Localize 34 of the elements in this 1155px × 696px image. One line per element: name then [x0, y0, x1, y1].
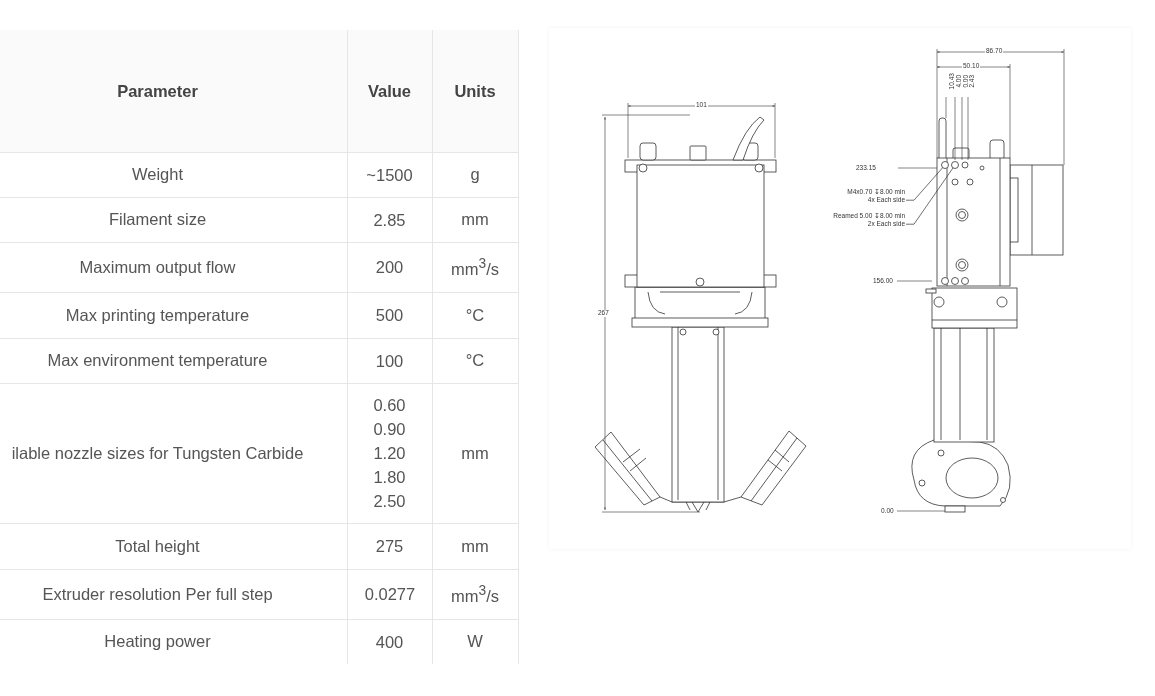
table-cell-text: ~1500 — [365, 164, 414, 186]
table-cell-text: W — [467, 632, 483, 651]
table-cell-text: 500 — [374, 305, 405, 326]
table-cell-text: g — [470, 165, 480, 184]
table-cell-text: 400 — [374, 631, 405, 653]
table-cell-text: mm$^{3}$/s — [451, 582, 499, 606]
table-cell-text: Heating power — [104, 632, 211, 651]
table-cell-text: Extruder resolution Per full step — [42, 584, 273, 604]
table-cell-text: °C — [465, 351, 485, 370]
table-cell-text: Weight — [131, 165, 184, 184]
column-header: Value — [366, 81, 413, 102]
table-cell-text: Max environment temperature — [47, 351, 268, 370]
table-cell-text: Filament size — [108, 210, 207, 229]
table-cell-text: Max printing temperature — [65, 305, 250, 325]
table-cell-text: Total height — [115, 536, 200, 556]
table-cell-text: mm$^{3}$/s — [451, 255, 499, 279]
mounting-hole — [941, 161, 949, 169]
table-cell-text: mm — [461, 210, 489, 229]
table-cell-text: 275 — [374, 536, 405, 557]
column-header: Parameter — [117, 81, 198, 101]
table-cell-text: 2.85 — [372, 209, 407, 231]
table-cell-text: mm — [461, 536, 489, 556]
table-cell-text: 0.0277 — [364, 584, 415, 605]
table-cell-text: ilable nozzle sizes for Tungsten Carbide — [11, 443, 304, 463]
mounting-hole — [951, 161, 959, 169]
table-cell-text: mm — [461, 443, 489, 463]
table-cell-text: °C — [465, 305, 485, 325]
column-header: Units — [454, 81, 496, 101]
table-cell-text: 200 — [374, 257, 405, 278]
table-cell-text: 0.60 0.90 1.20 1.80 2.50 — [372, 395, 407, 512]
leader-line — [905, 167, 954, 225]
table-cell-text: 100 — [374, 350, 405, 372]
leader-line — [905, 167, 944, 201]
table-cell-text: Maximum output flow — [79, 257, 236, 277]
